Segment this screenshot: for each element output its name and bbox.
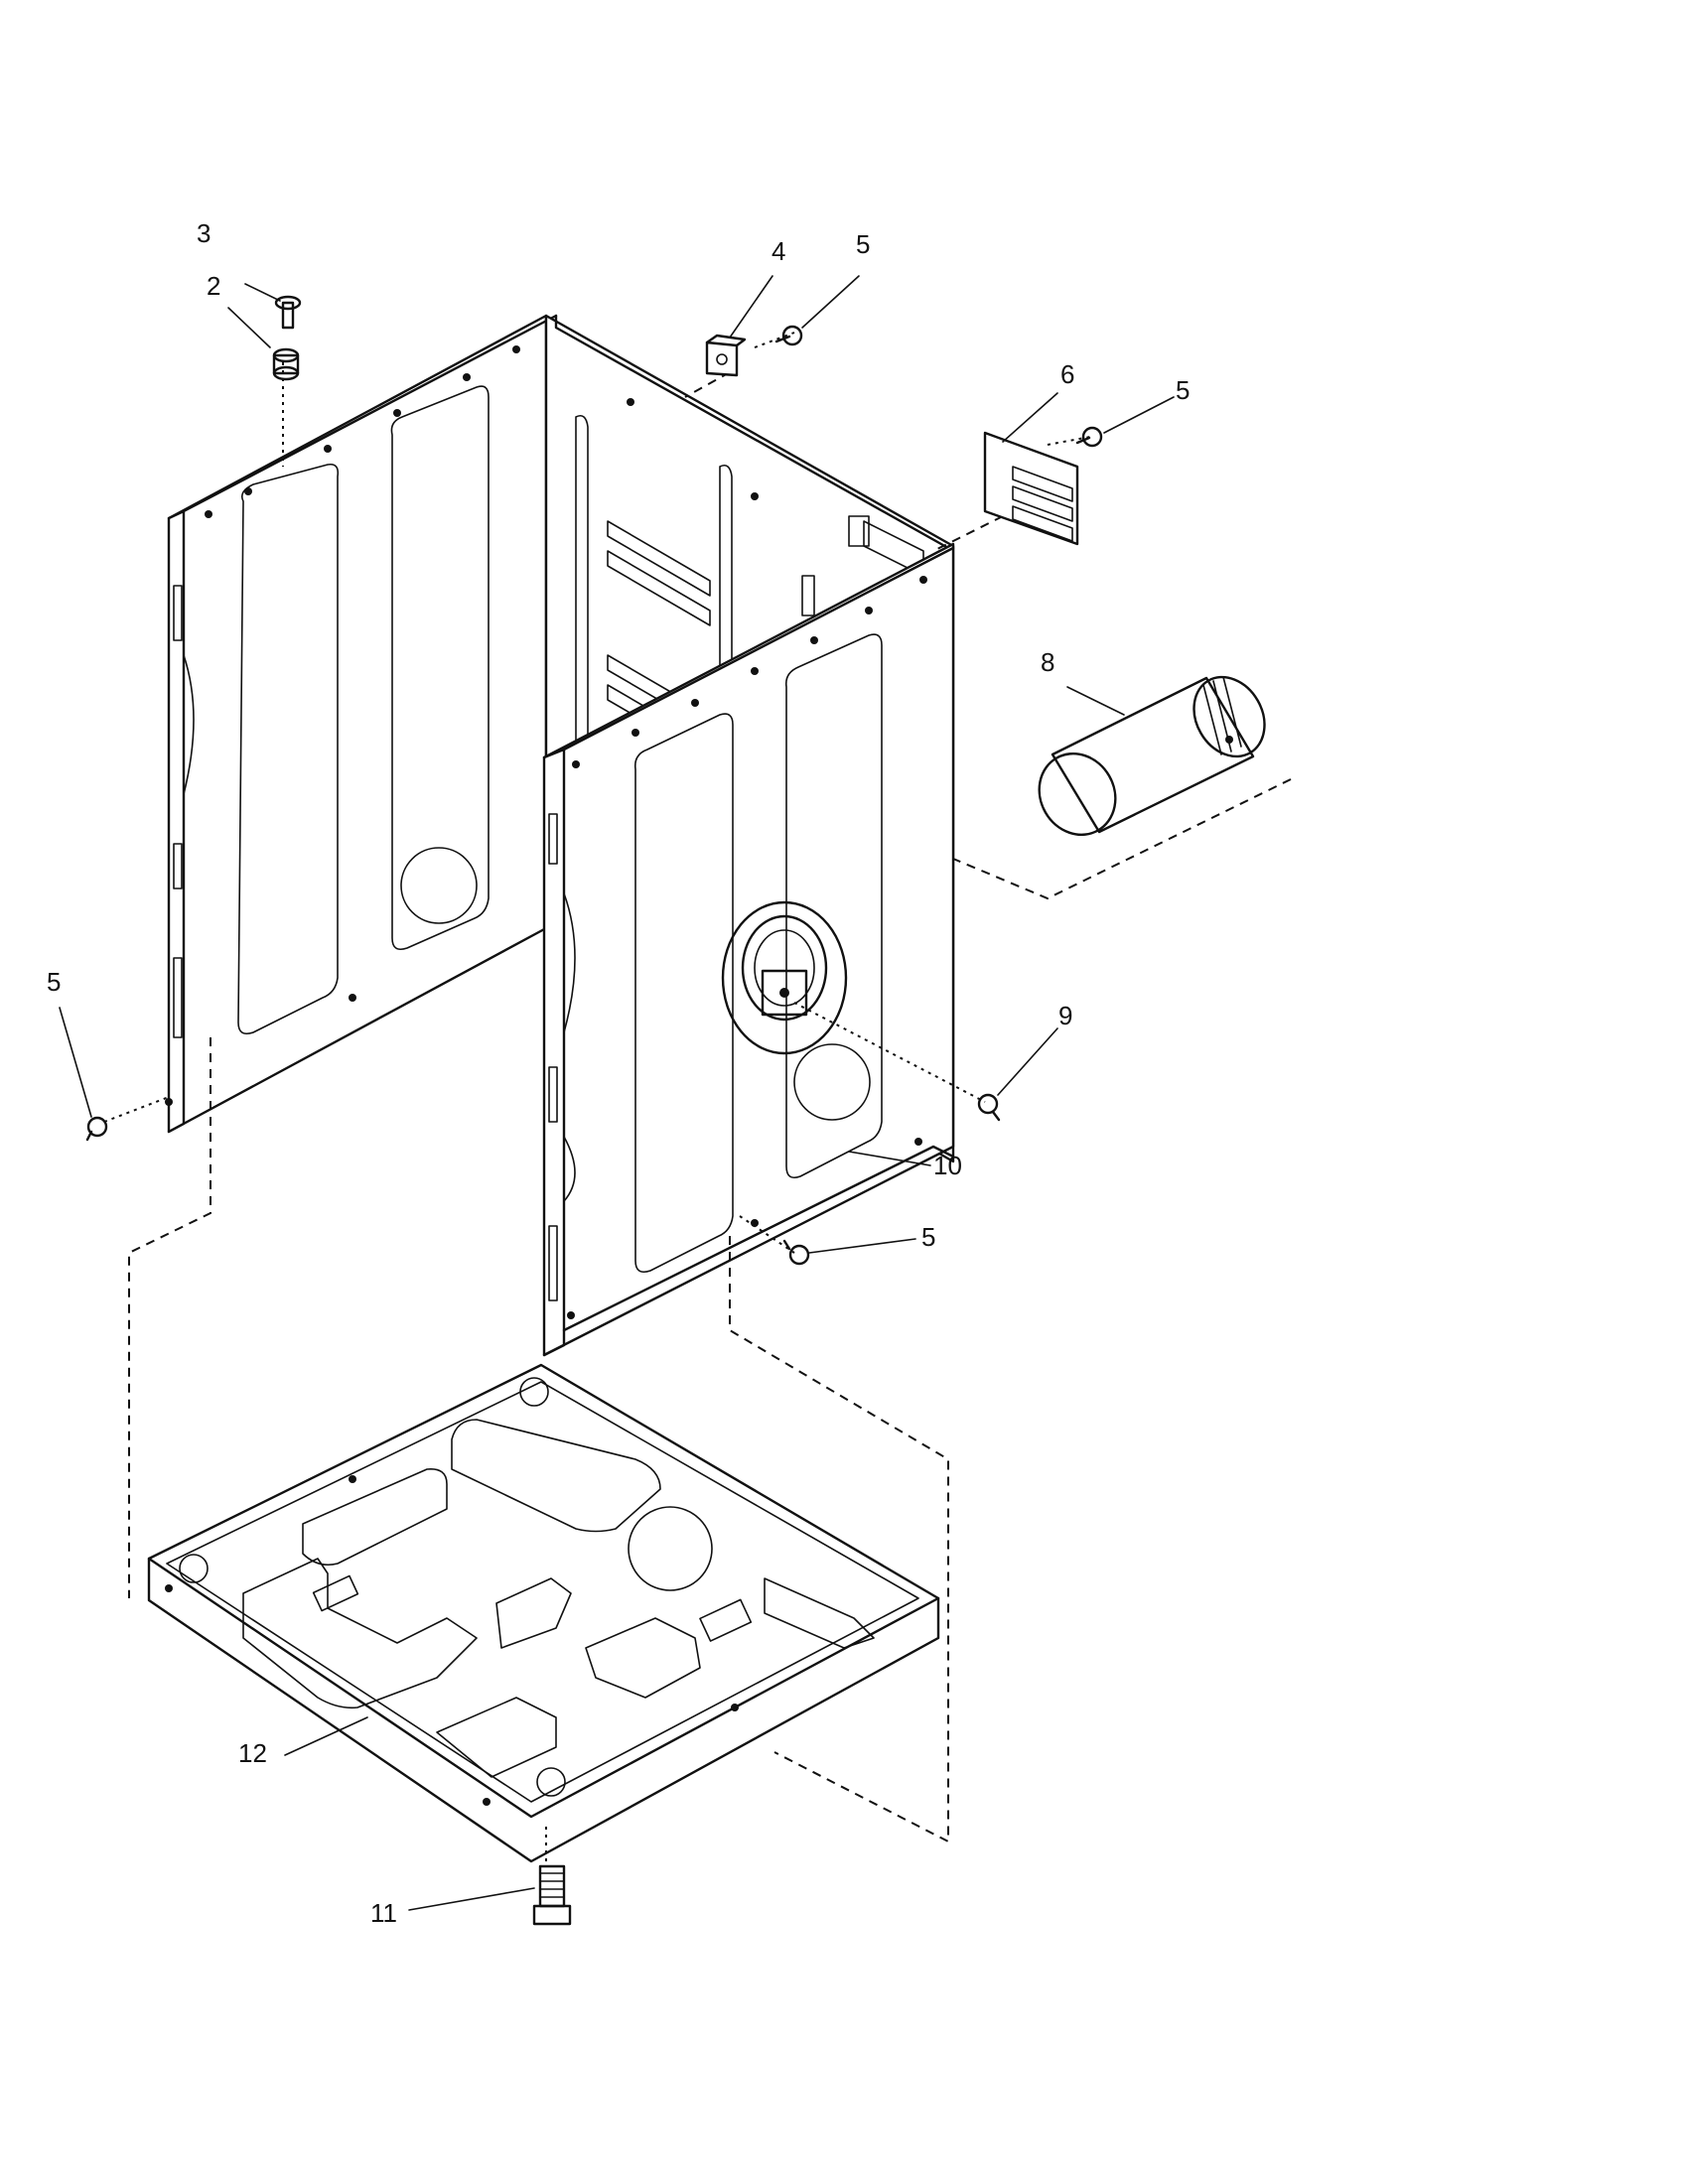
spacer-part-2 xyxy=(272,347,300,381)
callout-3: 3 xyxy=(197,218,210,248)
callout-5-top: 5 xyxy=(856,229,870,259)
callout-6: 6 xyxy=(1060,359,1074,389)
cabinet-left-panel xyxy=(165,314,558,1134)
callout-5-bottom: 5 xyxy=(921,1222,935,1252)
callout-10: 10 xyxy=(933,1151,962,1180)
base-pan xyxy=(147,1363,940,1863)
exhaust-duct-part-8 xyxy=(1038,675,1266,837)
screw-part-5-bottom xyxy=(782,1239,810,1266)
callout-8: 8 xyxy=(1041,647,1054,677)
screw-part-5-left xyxy=(85,1116,108,1142)
callout-leaders xyxy=(59,275,1175,1911)
callout-4: 4 xyxy=(772,236,785,266)
exhaust-vent-boss xyxy=(721,900,848,1055)
screw-part-5-right xyxy=(1075,426,1103,448)
callout-5-left: 5 xyxy=(47,967,61,997)
screw-part-3 xyxy=(274,295,302,330)
callout-11: 11 xyxy=(370,1898,397,1928)
screw-part-9 xyxy=(977,1093,1001,1122)
bracket-part-6 xyxy=(983,431,1079,546)
callout-5-right: 5 xyxy=(1176,375,1190,405)
callout-9: 9 xyxy=(1058,1001,1072,1030)
callout-numbers: 3 2 4 5 6 5 8 5 9 10 5 12 11 xyxy=(47,218,1190,1928)
callout-2: 2 xyxy=(207,271,220,301)
bracket-part-4 xyxy=(705,334,747,377)
screw-part-5-top xyxy=(774,325,803,346)
callout-12: 12 xyxy=(238,1738,267,1768)
leveling-leg-part-11 xyxy=(532,1864,572,1926)
